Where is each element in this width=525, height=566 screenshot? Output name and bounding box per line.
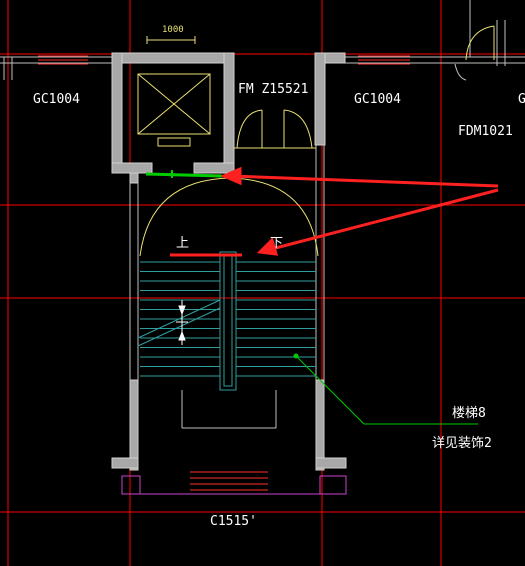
window-label-bottom: C1515' [210,514,257,529]
small-door-right [454,63,467,81]
elevator-door-sill [145,170,223,178]
leader-line [293,353,478,425]
door-label-fm: FM Z15521 [238,82,309,97]
top-wall-band [0,0,525,80]
window-label-gc-left: GC1004 [33,92,80,107]
stair-enclosure-walls [111,172,347,471]
window-gc-right [358,55,410,65]
stair-handrail [137,251,237,391]
stair-down-label: 下 [270,236,284,251]
fm-double-door [234,109,316,149]
window-label-gc-right: GC1004 [354,92,401,107]
stair-detail-label: 详见装饰2 [432,436,492,451]
stair-up-label: 上 [176,236,190,251]
stair-treads [140,261,316,377]
fdm-door [465,25,495,61]
window-bottom [121,471,347,495]
window-label-edge: G [518,92,525,107]
annotation-arrows [220,166,499,256]
stair-name-label: 楼梯8 [452,406,486,421]
elevator-shaft-walls [111,52,346,174]
stair-well [181,390,277,429]
elevator-car [137,36,211,147]
window-gc-left [38,55,88,65]
stair-enclosure-lines [129,145,325,380]
door-label-fdm: FDM1021 [458,124,513,139]
dimension-label: 1000 [162,25,184,35]
break-line-marker [176,300,188,345]
